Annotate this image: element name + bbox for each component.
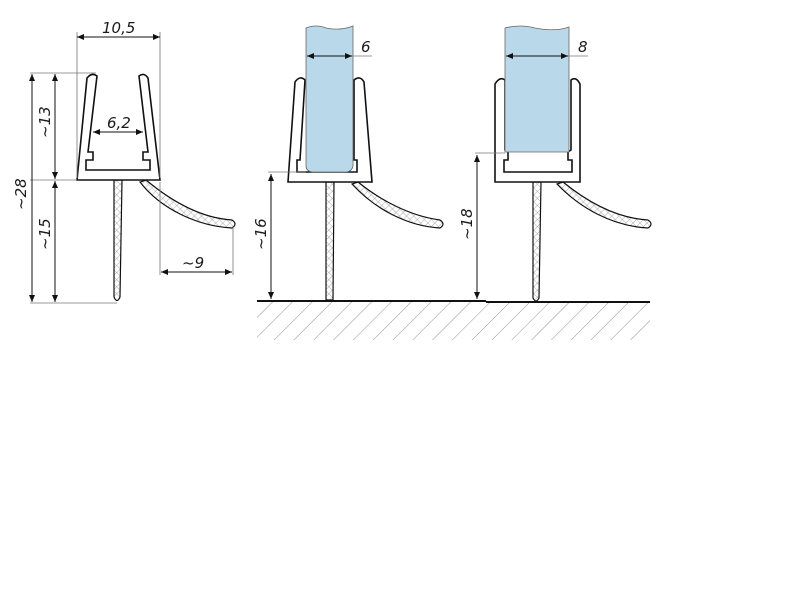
height-18-label: ~18 (458, 208, 476, 240)
profile-c-vertical-fin (532, 181, 542, 302)
glass-thickness-8-label: 8 (578, 38, 588, 56)
glass-panel-6mm (305, 25, 354, 173)
profile-c: 8 ~18 (458, 25, 652, 302)
upper-height-label: ~13 (36, 106, 54, 138)
profile-a: 10,5 6,2 ~9 ~28 ~13 ~15 (12, 19, 236, 304)
floor (257, 300, 650, 340)
profile-a-vertical-fin (113, 179, 123, 302)
profile-b-vertical-fin (325, 181, 335, 301)
profile-b-curved-fin (350, 181, 444, 229)
inner-width-label: 6,2 (107, 114, 131, 132)
profile-a-channel (76, 73, 161, 181)
glass-thickness-6-label: 6 (361, 38, 371, 56)
profile-b: 6 ~16 (252, 25, 444, 301)
total-height-label: ~28 (12, 178, 30, 210)
profile-b-channel (287, 77, 373, 183)
height-16-label: ~16 (252, 218, 270, 250)
lower-height-label: ~15 (36, 218, 54, 250)
profile-a-curved-fin (139, 179, 236, 229)
fin-reach-label: ~9 (182, 254, 204, 272)
profile-c-curved-fin (555, 181, 652, 229)
profile-c-channel (494, 77, 581, 183)
glass-panel-8mm (504, 25, 570, 153)
width-label: 10,5 (102, 19, 135, 37)
